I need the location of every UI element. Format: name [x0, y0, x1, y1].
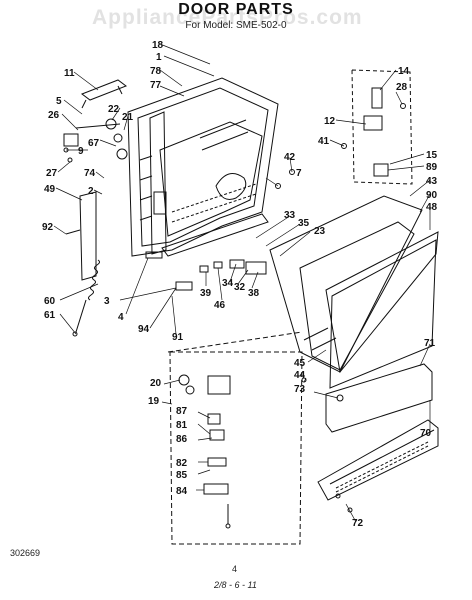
- callout-label: 70: [420, 428, 432, 439]
- callout-label: 45: [294, 358, 306, 369]
- door-vent-panel: [317, 363, 439, 513]
- callout-label: 4: [118, 312, 124, 323]
- diagram-code: 302669: [10, 548, 41, 558]
- callout-label: 9: [78, 146, 84, 157]
- callout-label: 3: [104, 296, 110, 307]
- callout-label: 94: [138, 324, 150, 335]
- callout-label: 67: [88, 138, 100, 149]
- callout-label: 22: [108, 104, 120, 115]
- callout-label: 20: [150, 378, 162, 389]
- latch-mechanism: [167, 331, 344, 545]
- callout-label: 82: [176, 458, 188, 469]
- callout-label: 23: [314, 226, 326, 237]
- callout-label: 12: [324, 116, 336, 127]
- callout-label: 21: [122, 112, 134, 123]
- door-glass-panels: [269, 195, 439, 389]
- callout-labels: 18 1 78 77 11 5 26 22 21 67 9 27 74 2 49…: [42, 40, 438, 529]
- callout-label: 78: [150, 66, 162, 77]
- callout-label: 71: [424, 338, 436, 349]
- callout-label: 27: [46, 168, 58, 179]
- callout-label: 39: [200, 288, 212, 299]
- callout-label: 48: [426, 202, 438, 213]
- callout-label: 1: [156, 52, 162, 63]
- door-spring-assembly: [65, 191, 100, 337]
- page-mark: 4: [232, 564, 238, 574]
- callout-label: 90: [426, 190, 438, 201]
- callout-label: 32: [234, 282, 246, 293]
- callout-label: 38: [248, 288, 260, 299]
- callout-label: 81: [176, 420, 188, 431]
- callout-label: 49: [44, 184, 56, 195]
- callout-label: 41: [318, 136, 330, 147]
- callout-label: 73: [294, 384, 306, 395]
- callout-label: 14: [398, 66, 410, 77]
- callout-label: 60: [44, 296, 56, 307]
- callout-label: 86: [176, 434, 188, 445]
- latch-bar: [145, 213, 269, 291]
- callout-label: 15: [426, 150, 438, 161]
- callout-label: 85: [176, 470, 188, 481]
- callout-label: 92: [42, 222, 54, 233]
- hinge-assembly: [275, 69, 413, 189]
- callout-label: 18: [152, 40, 164, 51]
- callout-label: 34: [222, 278, 234, 289]
- callout-label: 28: [396, 82, 408, 93]
- callout-label: 74: [84, 168, 96, 179]
- handle-clips: [63, 118, 128, 163]
- callout-label: 61: [44, 310, 56, 321]
- model-subtitle: For Model: SME-502-0: [185, 20, 287, 31]
- callout-label: 87: [176, 406, 188, 417]
- callout-label: 89: [426, 162, 438, 173]
- watermark: AppliancePartsPros.com: [92, 6, 363, 29]
- callout-label: 72: [352, 518, 364, 529]
- callout-label: 19: [148, 396, 160, 407]
- callout-label: 33: [284, 210, 296, 221]
- callout-label: 77: [150, 80, 162, 91]
- door-inner-panel: [127, 77, 279, 257]
- leader-lines: [53, 43, 431, 523]
- callout-label: 26: [48, 110, 60, 121]
- door-handle: [80, 79, 128, 109]
- callout-label: 5: [56, 96, 62, 107]
- callout-label: 2: [88, 186, 94, 197]
- callout-label: 42: [284, 152, 296, 163]
- callout-label: 43: [426, 176, 438, 187]
- callout-label: 91: [172, 332, 184, 343]
- callout-label: 35: [298, 218, 310, 229]
- callout-label: 11: [64, 68, 75, 79]
- callout-label: 84: [176, 486, 188, 497]
- callout-label: 46: [214, 300, 226, 311]
- callout-label: 44: [294, 370, 306, 381]
- date-mark: 2/8 - 6 - 11: [214, 580, 257, 590]
- callout-label: 7: [296, 168, 302, 179]
- page-title: DOOR PARTS: [178, 1, 294, 18]
